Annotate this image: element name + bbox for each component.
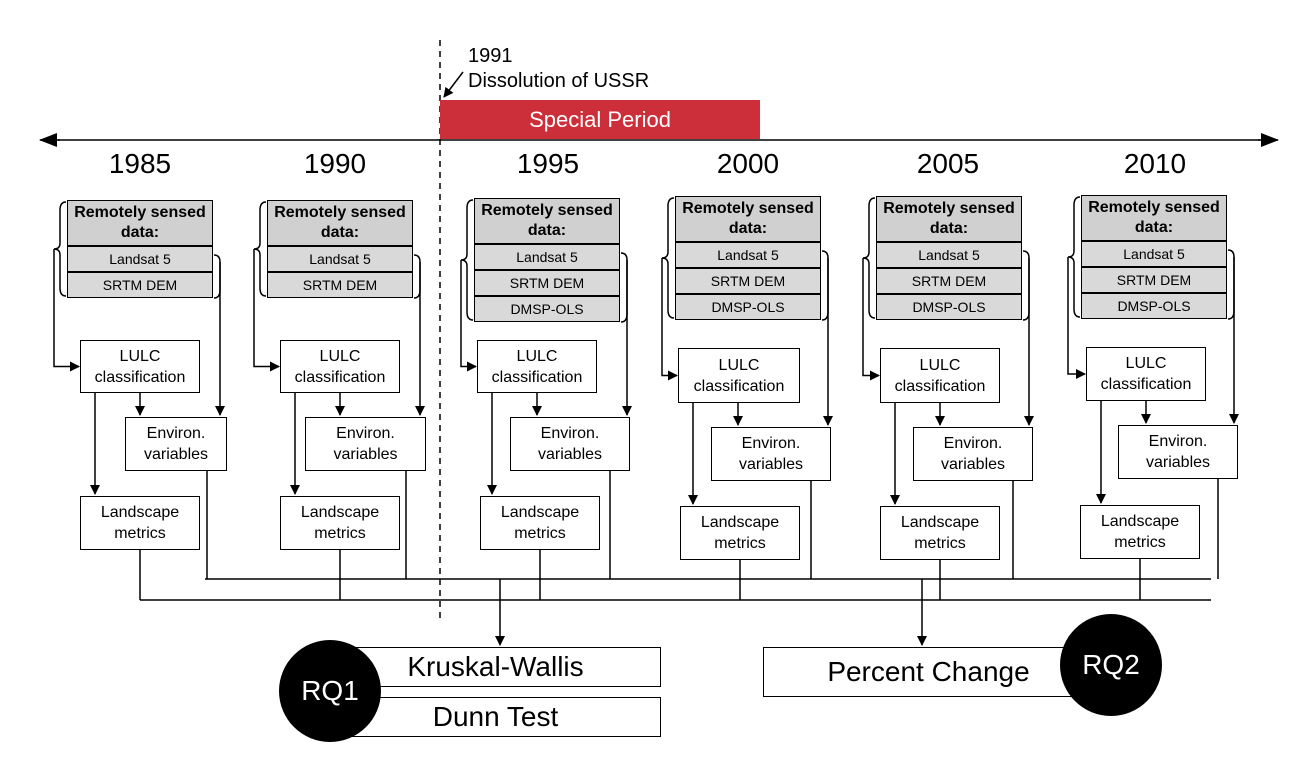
environ-variables-box: Environ. variables [125, 417, 227, 471]
landscape-metrics-box: Landscape metrics [480, 496, 600, 550]
stack-bracket-right [1227, 249, 1235, 320]
year-label-1990: 1990 [303, 148, 367, 179]
year-label-1995: 1995 [516, 148, 580, 179]
lulc-classification-box: LULC classification [1086, 347, 1206, 401]
kruskal-wallis-box: Kruskal-Wallis [330, 647, 661, 687]
stack-bracket-left [862, 197, 876, 319]
environ-variables-box: Environ. variables [913, 427, 1033, 481]
remote-sensing-item: DMSP-OLS [675, 294, 821, 320]
remote-sensing-item: Landsat 5 [267, 246, 413, 272]
lulc-classification-box: LULC classification [880, 348, 1000, 403]
percent-change-box: Percent Change [763, 647, 1094, 697]
remote-sensing-title: Remotely sensed data: [67, 200, 213, 246]
remote-sensing-item: SRTM DEM [267, 272, 413, 298]
remote-sensing-item: Landsat 5 [67, 246, 213, 272]
remote-sensing-item: Landsat 5 [474, 244, 620, 270]
stack-bracket-right [1022, 250, 1030, 321]
rq1-badge: RQ1 [279, 640, 381, 742]
stack-to-lulc-arrow [862, 258, 880, 381]
remote-sensing-item: DMSP-OLS [474, 296, 620, 322]
stack-bracket-left [53, 201, 67, 297]
dunn-test-box: Dunn Test [330, 697, 661, 737]
stack-bracket-left [253, 201, 267, 297]
year-label-2000: 2000 [716, 148, 780, 179]
lulc-classification-box: LULC classification [80, 340, 200, 393]
landscape-metrics-box: Landscape metrics [80, 496, 200, 550]
environ-variables-box: Environ. variables [711, 427, 831, 481]
stack-bracket-left [661, 197, 675, 319]
stack-to-lulc-arrow [661, 258, 678, 381]
dissolution-year: 1991 [468, 45, 513, 67]
stack-to-lulc-arrow [1067, 257, 1086, 379]
rq2-badge: RQ2 [1060, 614, 1162, 716]
remote-sensing-title: Remotely sensed data: [876, 196, 1022, 242]
remote-sensing-item: SRTM DEM [675, 268, 821, 294]
stack-bracket-right [413, 254, 421, 299]
stack-to-lulc-arrow [253, 249, 280, 372]
stack-to-lulc-arrow [53, 249, 80, 372]
stack-to-lulc-arrow [460, 260, 477, 372]
stack-bracket-right [821, 250, 829, 321]
year-label-1985: 1985 [108, 148, 172, 179]
remote-sensing-item: Landsat 5 [1081, 241, 1227, 267]
landscape-metrics-box: Landscape metrics [280, 496, 400, 550]
environ-variables-box: Environ. variables [305, 417, 426, 471]
stack-bracket-left [1067, 196, 1081, 318]
remote-sensing-item: SRTM DEM [876, 268, 1022, 294]
remote-sensing-item: SRTM DEM [67, 272, 213, 298]
stack-bracket-left [460, 199, 474, 321]
remote-sensing-title: Remotely sensed data: [675, 196, 821, 242]
remote-sensing-item: Landsat 5 [876, 242, 1022, 268]
special-period-bar: Special Period [440, 100, 760, 139]
landscape-metrics-box: Landscape metrics [680, 506, 800, 560]
lulc-classification-box: LULC classification [477, 340, 597, 393]
stack-bracket-right [620, 252, 628, 323]
remote-sensing-title: Remotely sensed data: [1081, 195, 1227, 241]
remote-sensing-item: SRTM DEM [474, 270, 620, 296]
environ-variables-box: Environ. variables [1118, 425, 1238, 479]
lulc-classification-box: LULC classification [280, 340, 400, 393]
environ-variables-box: Environ. variables [510, 417, 630, 471]
remote-sensing-title: Remotely sensed data: [267, 200, 413, 246]
remote-sensing-title: Remotely sensed data: [474, 198, 620, 244]
landscape-metrics-box: Landscape metrics [1080, 505, 1200, 559]
dissolution-pointer [443, 71, 464, 98]
year-label-2005: 2005 [916, 148, 980, 179]
remote-sensing-item: SRTM DEM [1081, 267, 1227, 293]
landscape-metrics-box: Landscape metrics [880, 506, 1000, 560]
stack-bracket-right [213, 254, 221, 299]
dissolution-label: Dissolution of USSR [468, 70, 650, 92]
year-label-2010: 2010 [1123, 148, 1187, 179]
remote-sensing-item: Landsat 5 [675, 242, 821, 268]
remote-sensing-item: DMSP-OLS [1081, 293, 1227, 319]
lulc-classification-box: LULC classification [678, 348, 800, 403]
remote-sensing-item: DMSP-OLS [876, 294, 1022, 320]
